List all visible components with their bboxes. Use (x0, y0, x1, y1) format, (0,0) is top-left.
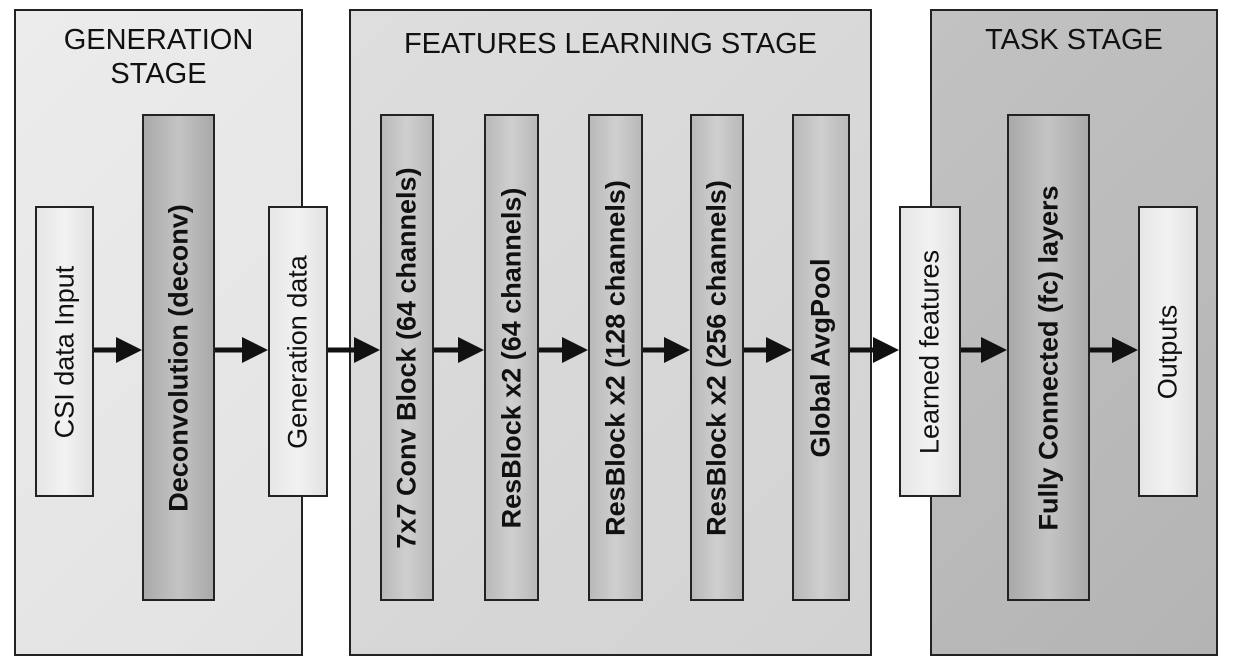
global-avgpool-label: Global AvgPool (805, 257, 836, 458)
generation-stage-title-line1: GENERATION (63, 24, 254, 56)
resblock64-block: ResBlock x2 (64 channels) (484, 114, 539, 601)
deconv-label: Deconvolution (deconv) (163, 203, 193, 512)
generation-data-label: Generation data (282, 254, 313, 449)
deconv-block: Deconvolution (deconv) (142, 114, 215, 601)
generation-stage-title-line2: STAGE (110, 58, 207, 90)
outputs-block: Outputs (1138, 206, 1198, 497)
generation-data-block: Generation data (268, 206, 328, 497)
global-avgpool-block: Global AvgPool (792, 114, 850, 601)
conv7x7-label: 7x7 Conv Block (64 channels) (391, 166, 422, 549)
csi-input-label: CSI data Input (49, 265, 79, 438)
resblock256-block: ResBlock x2 (256 channels) (690, 114, 744, 601)
fc-layers-block: Fully Connected (fc) layers (1007, 114, 1090, 601)
features-stage-title: FEATURES LEARNING STAGE (403, 28, 818, 60)
resblock128-block: ResBlock x2 (128 channels) (588, 114, 643, 601)
outputs-label: Outputs (1152, 304, 1183, 399)
learned-features-block: Learned features (899, 206, 961, 497)
resblock256-label: ResBlock x2 (256 channels) (701, 179, 732, 536)
task-stage-title: TASK STAGE (985, 24, 1163, 56)
generation-stage-title: GENERATION STAGE (16, 23, 301, 91)
fc-layers-label: Fully Connected (fc) layers (1033, 184, 1063, 531)
csi-input-block: CSI data Input (35, 206, 94, 497)
learned-features-label: Learned features (914, 249, 945, 454)
resblock128-label: ResBlock x2 (128 channels) (600, 179, 630, 536)
resblock64-label: ResBlock x2 (64 channels) (496, 187, 526, 528)
conv7x7-block: 7x7 Conv Block (64 channels) (380, 114, 434, 601)
